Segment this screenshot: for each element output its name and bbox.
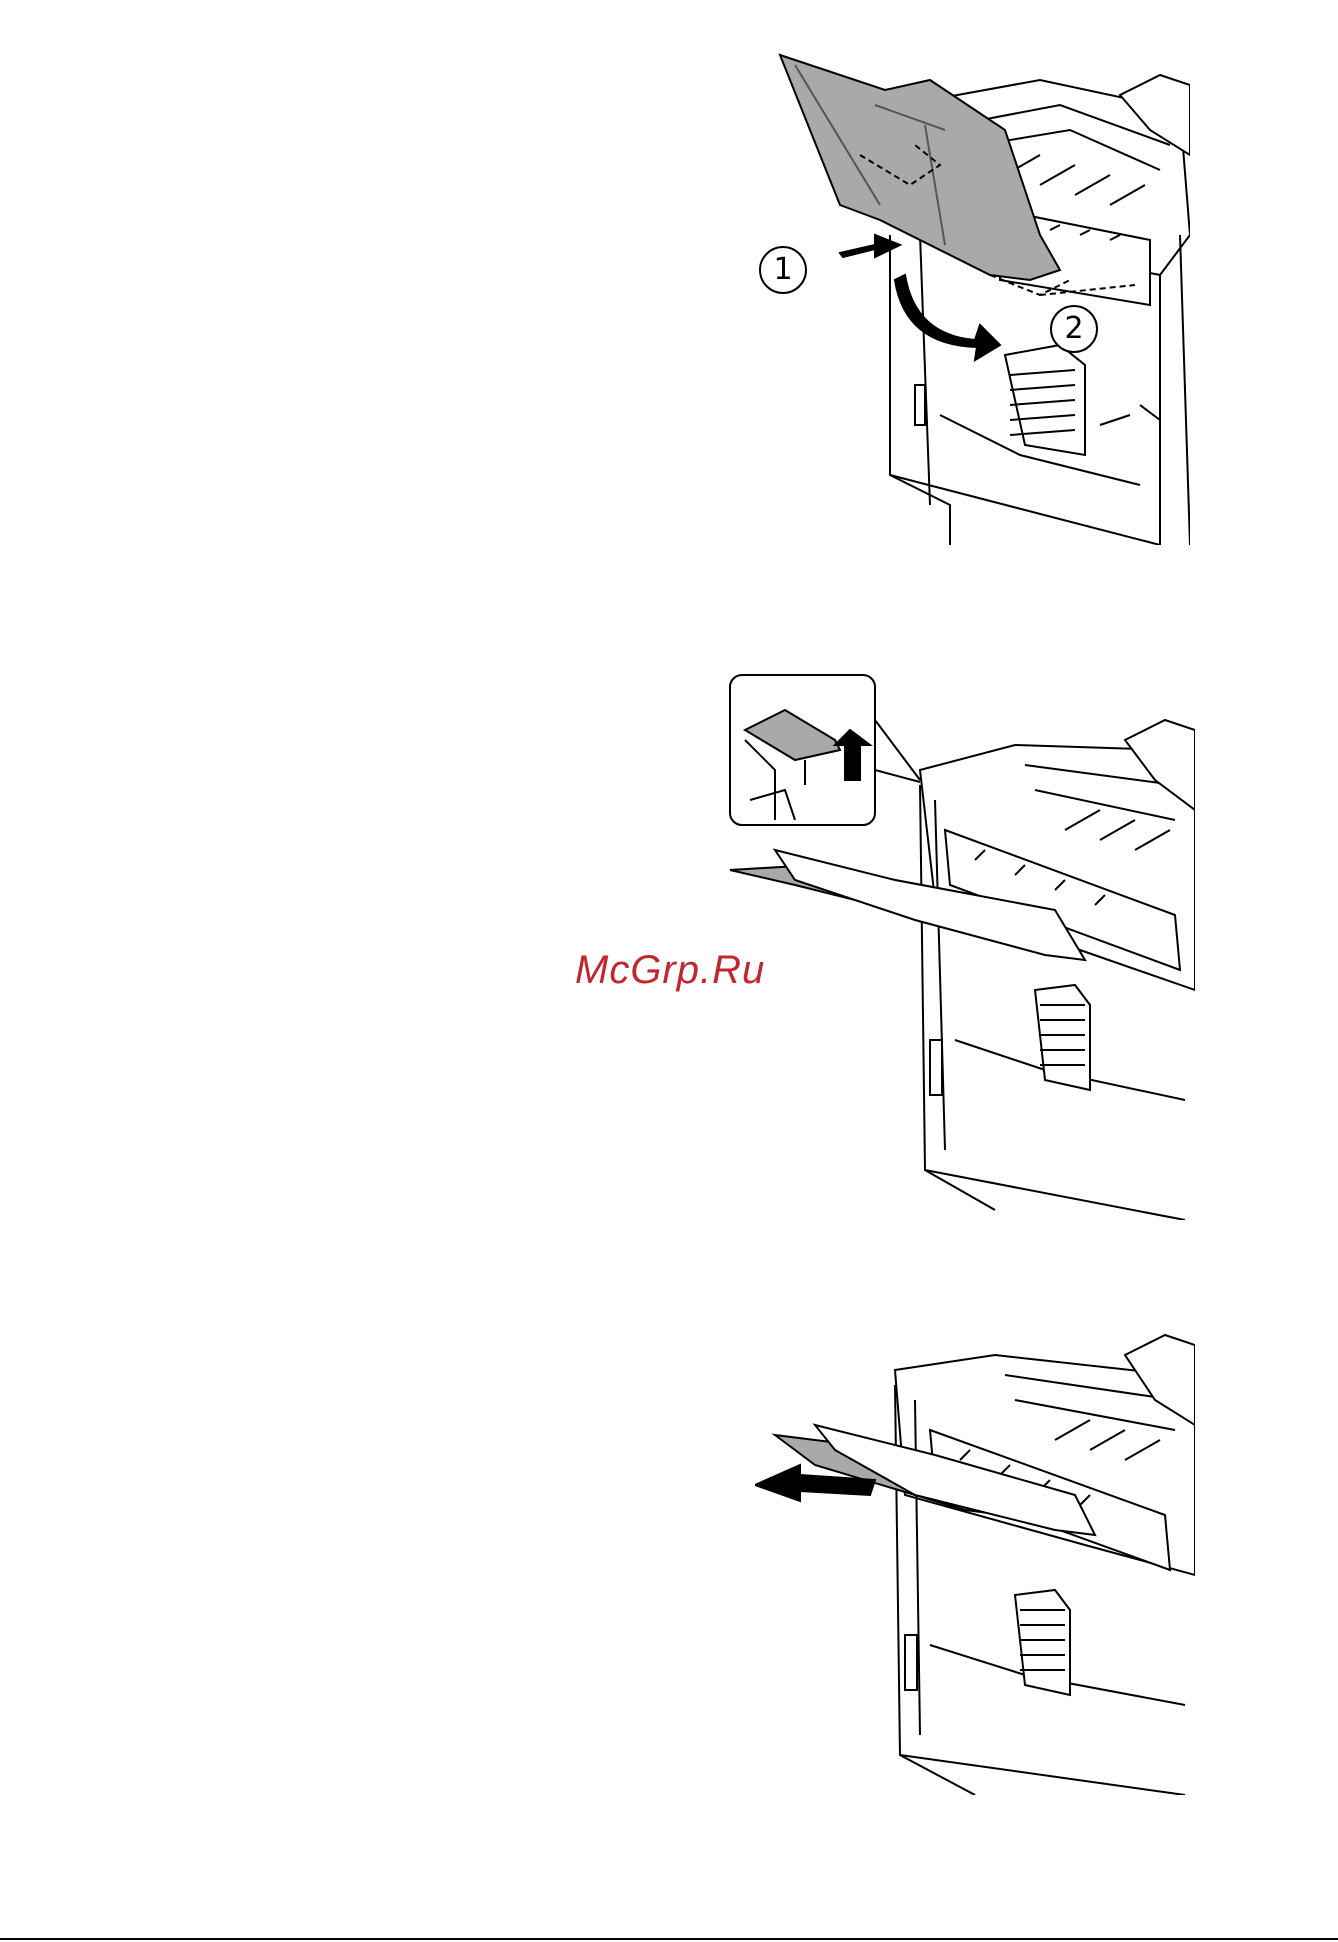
rotate-arrow-icon [895,275,1000,360]
attach-paper-tray-figure [740,35,1190,545]
page-bottom-rule [0,1938,1338,1940]
raise-stopper-figure [725,670,1195,1220]
watermark-text: McGrp.Ru [575,948,765,993]
step-2-callout: 2 [1050,305,1098,353]
extend-tray-figure [755,1315,1195,1795]
step-1-callout: 1 [759,246,807,294]
